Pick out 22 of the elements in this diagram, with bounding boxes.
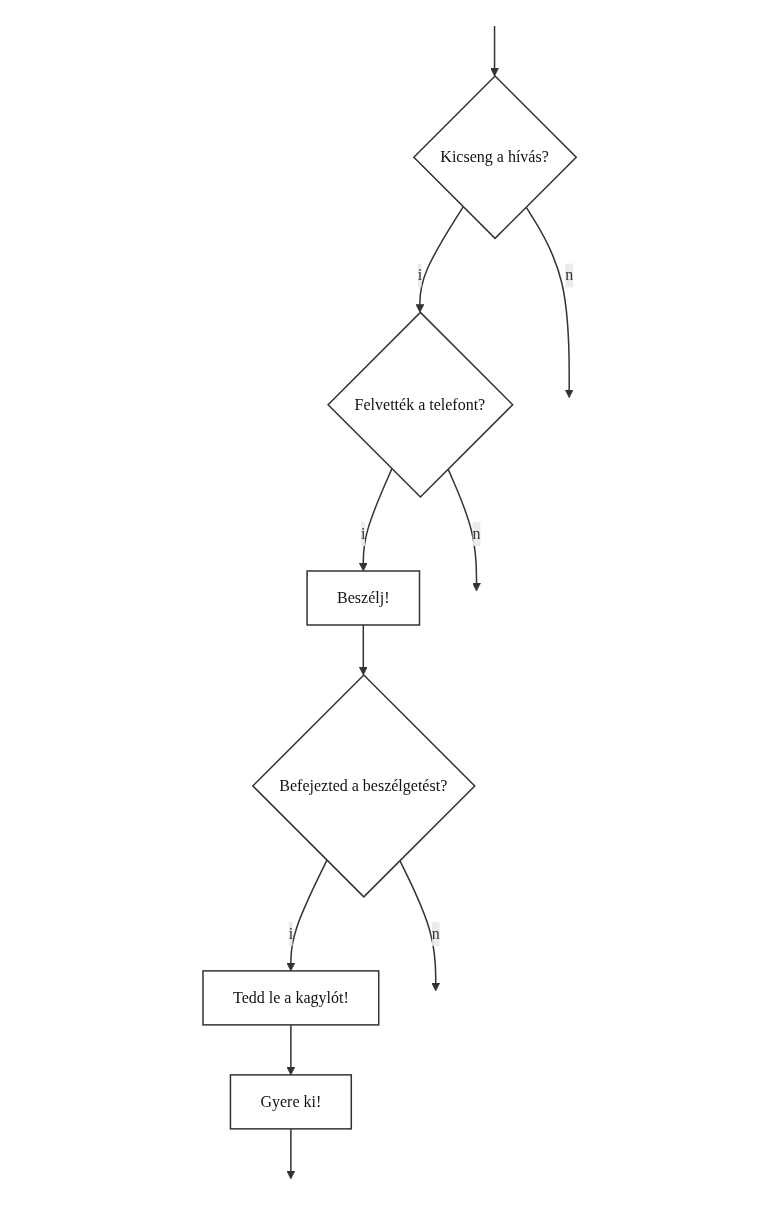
node-diamond: Befejezted a beszélgetést?	[251, 674, 476, 898]
arrow	[398, 859, 440, 992]
node-box: Tedd le a kagylót!	[202, 970, 380, 1026]
node-diamond: Kicseng a hívás?	[412, 75, 578, 240]
arrow	[358, 468, 393, 572]
edge-label: n	[472, 525, 481, 543]
edge-label: i	[417, 266, 422, 284]
arrow	[286, 1024, 296, 1076]
node-box: Gyere ki!	[229, 1074, 352, 1130]
arrow	[358, 624, 368, 676]
arrow	[415, 206, 464, 313]
node-box: Beszélj!	[306, 570, 421, 626]
arrow	[525, 206, 574, 399]
edge-label: n	[431, 924, 440, 942]
edge-label: i	[288, 924, 293, 942]
edge-label: i	[360, 525, 366, 543]
edge-label: n	[565, 266, 574, 284]
arrow	[490, 25, 499, 77]
arrow	[286, 1128, 296, 1180]
arrow	[447, 468, 481, 592]
node-diamond: Felvették a telefont?	[326, 311, 514, 499]
arrow	[286, 859, 328, 972]
